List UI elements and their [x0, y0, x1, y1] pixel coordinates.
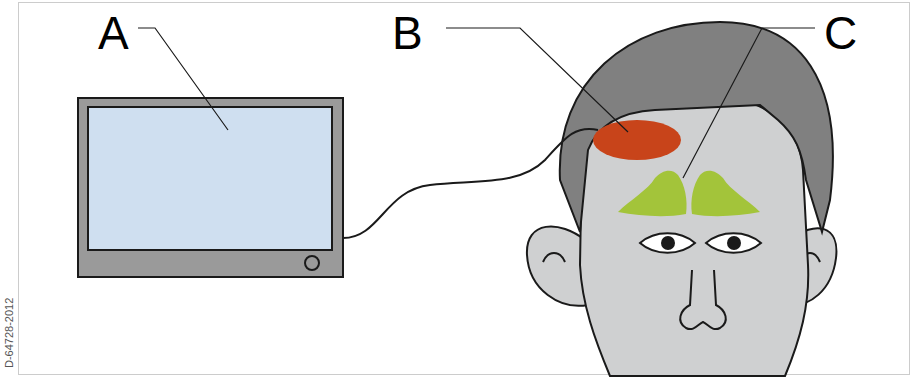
ear-detail — [543, 253, 565, 262]
part-label: C — [824, 10, 857, 56]
nose — [680, 270, 726, 329]
frontal-sinus — [691, 171, 760, 216]
leader-line — [446, 28, 628, 132]
frontal-sinus — [618, 171, 687, 216]
monitor-button — [305, 256, 319, 270]
eye — [706, 233, 761, 253]
left-ear — [527, 226, 588, 305]
face — [580, 95, 808, 376]
pupil — [661, 236, 675, 250]
eye — [640, 233, 695, 253]
hair — [560, 22, 833, 232]
pupil — [727, 236, 741, 250]
cable — [343, 129, 598, 238]
part-label: B — [392, 10, 423, 56]
leader-line — [683, 28, 815, 178]
monitor-housing — [78, 98, 343, 277]
leader-line — [138, 28, 228, 130]
sensor — [593, 120, 681, 160]
figure-code: D-64728-2012 — [4, 298, 15, 368]
monitor-screen — [88, 107, 332, 250]
part-label: A — [98, 10, 129, 56]
